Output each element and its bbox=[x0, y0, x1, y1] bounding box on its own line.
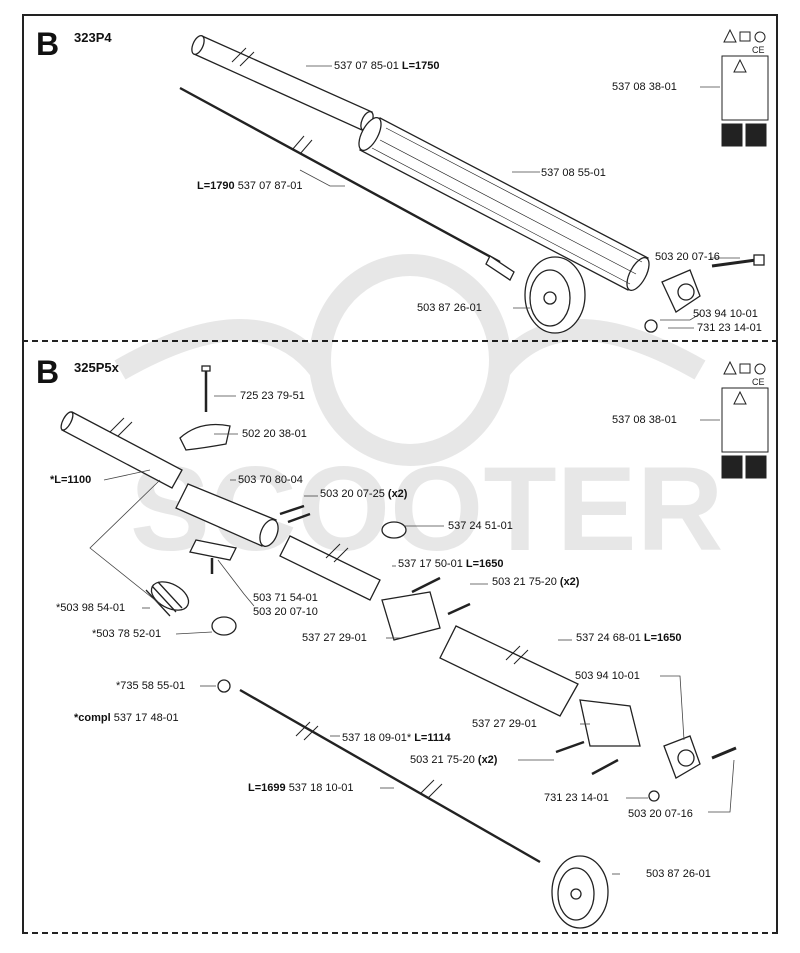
label-bracket: 503 94 10-01 bbox=[693, 308, 758, 320]
label-bushing: 537 24 51-01 bbox=[448, 520, 513, 532]
sleeve-part bbox=[211, 616, 237, 636]
section-divider bbox=[22, 340, 778, 342]
section-letter-2: B bbox=[36, 354, 60, 390]
drum-wheel bbox=[524, 256, 586, 334]
label-screws-b: 503 21 75-20 (x2) bbox=[492, 576, 580, 588]
warning-decal-2: CE bbox=[721, 360, 769, 479]
label-coupling-b: 537 27 29-01 bbox=[472, 718, 537, 730]
label-coupling-a: 537 27 29-01 bbox=[302, 632, 367, 644]
label-shaft-b: L=1699 537 18 10-01 bbox=[248, 782, 354, 794]
label-screws-a: 503 20 07-25 (x2) bbox=[320, 488, 408, 500]
label-tube-length: *L=1100 bbox=[50, 474, 92, 486]
label-decal-2: 537 08 38-01 bbox=[612, 414, 677, 426]
coupling-b bbox=[579, 699, 641, 747]
ce-mark: CE bbox=[752, 45, 765, 55]
label-decal: 537 08 38-01 bbox=[612, 81, 677, 93]
warning-triangle-icon bbox=[723, 360, 737, 375]
label-shaft: L=1790 537 07 87-01 bbox=[197, 180, 303, 192]
label-screw-c: 503 20 07-10 bbox=[253, 606, 318, 618]
screws-pair bbox=[279, 504, 311, 524]
label-nut-2: 731 23 14-01 bbox=[544, 792, 609, 804]
bushing-part bbox=[381, 521, 407, 539]
spring-part bbox=[150, 581, 190, 611]
label-tube-lower: 537 24 68-01 L=1650 bbox=[576, 632, 682, 644]
label-clamp: 503 70 80-04 bbox=[238, 474, 303, 486]
tube-mid bbox=[279, 535, 381, 601]
label-bracket-2: 503 94 10-01 bbox=[575, 670, 640, 682]
screw-part bbox=[711, 254, 765, 268]
label-screw-e: 503 20 07-16 bbox=[628, 808, 693, 820]
knob-part bbox=[179, 423, 231, 451]
main-tube bbox=[358, 117, 650, 291]
bracket-part bbox=[661, 269, 701, 313]
section-letter: B bbox=[36, 26, 60, 62]
helmet-icon bbox=[754, 363, 766, 375]
long-shaft bbox=[239, 688, 541, 864]
label-main-tube: 537 08 55-01 bbox=[541, 167, 606, 179]
label-shaft-a: 537 18 09-01* L=1114 bbox=[342, 732, 451, 744]
label-sleeve: *503 78 52-01 bbox=[92, 628, 162, 640]
label-drum: 503 87 26-01 bbox=[417, 302, 482, 314]
nut-2 bbox=[648, 790, 660, 802]
plate-part bbox=[189, 539, 237, 561]
gloves-icon bbox=[721, 123, 743, 147]
label-screw: 503 20 07-16 bbox=[655, 251, 720, 263]
label-drum-2: 503 87 26-01 bbox=[646, 868, 711, 880]
helmet-icon bbox=[754, 31, 766, 43]
warning-triangle-icon bbox=[723, 28, 737, 43]
bottom-divider bbox=[22, 932, 778, 934]
label-washer: *735 58 55-01 bbox=[116, 680, 186, 692]
warning-decal: CE bbox=[721, 28, 769, 147]
section-model-2: 325P5x bbox=[74, 360, 119, 375]
boots-icon bbox=[745, 455, 767, 479]
label-plate: 503 71 54-01 bbox=[253, 592, 318, 604]
manual-icon bbox=[739, 31, 751, 42]
clamp-part bbox=[175, 483, 277, 547]
label-compl: *compl 537 17 48-01 bbox=[74, 712, 179, 724]
manual-icon bbox=[739, 363, 751, 374]
label-knob: 502 20 38-01 bbox=[242, 428, 307, 440]
washer-part bbox=[217, 679, 231, 693]
drive-shaft bbox=[179, 86, 515, 281]
coupling-a bbox=[381, 591, 441, 641]
upper-tube bbox=[191, 34, 374, 132]
gloves-icon bbox=[721, 455, 743, 479]
label-spring: *503 98 54-01 bbox=[56, 602, 126, 614]
section-model: 323P4 bbox=[74, 30, 112, 45]
nut-part bbox=[644, 319, 658, 333]
label-tube-mid: 537 17 50-01 L=1650 bbox=[398, 558, 504, 570]
label-bolt: 725 23 79-51 bbox=[240, 390, 305, 402]
ce-mark-2: CE bbox=[752, 377, 765, 387]
diagram-frame bbox=[22, 14, 778, 934]
tube-lower bbox=[439, 625, 579, 717]
boots-icon bbox=[745, 123, 767, 147]
label-nut: 731 23 14-01 bbox=[697, 322, 762, 334]
label-screws-d: 503 21 75-20 (x2) bbox=[410, 754, 498, 766]
label-upper-tube: 537 07 85-01 L=1750 bbox=[334, 60, 440, 72]
